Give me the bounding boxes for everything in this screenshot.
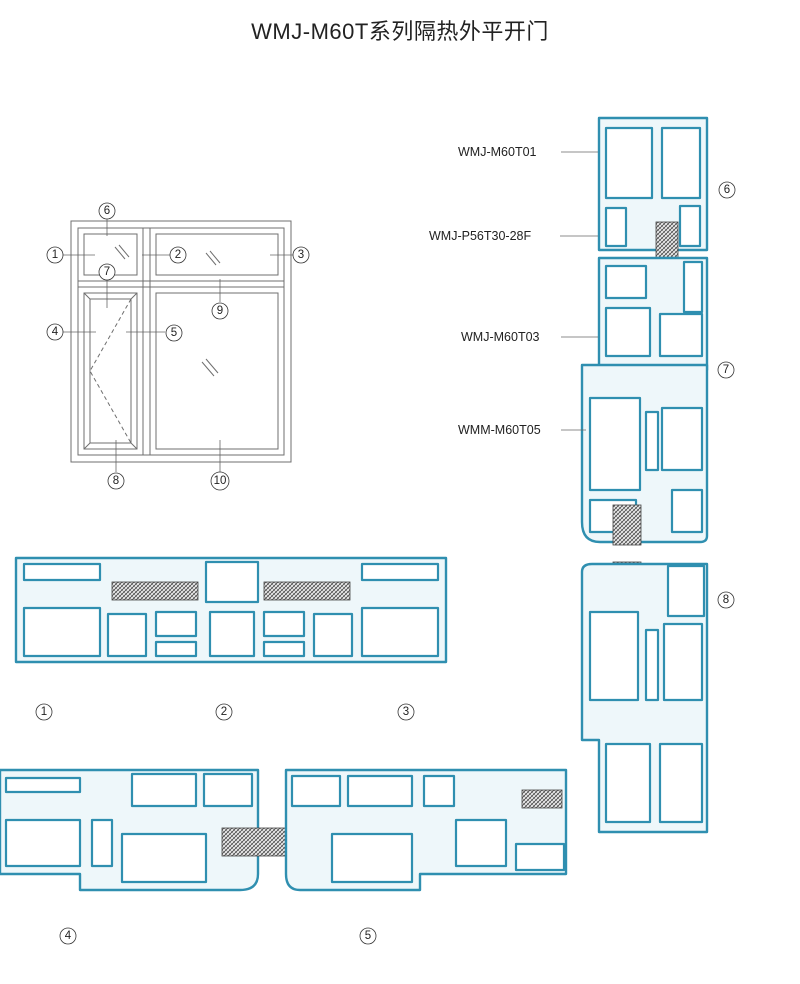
horizontal-section-top xyxy=(14,556,448,664)
section-callout-7: 7 xyxy=(717,361,735,379)
svg-text:3: 3 xyxy=(403,706,409,718)
horizontal-bottom-callouts: 4 5 xyxy=(59,927,377,945)
callout-6: 6 xyxy=(98,202,116,220)
svg-text:2: 2 xyxy=(175,249,181,261)
svg-text:8: 8 xyxy=(723,594,729,606)
callout-5: 5 xyxy=(165,324,183,342)
section-callout-8: 8 xyxy=(717,591,735,609)
callout-1: 1 xyxy=(46,246,64,264)
section-callout-6: 6 xyxy=(718,181,736,199)
elevation-callouts: 1 6 2 3 7 4 5 9 8 10 xyxy=(46,202,310,491)
svg-text:5: 5 xyxy=(171,327,177,339)
callout-9: 9 xyxy=(211,302,229,320)
label-door-leaf: WMM-M60T05 xyxy=(458,423,541,437)
svg-text:5: 5 xyxy=(365,930,371,942)
svg-text:6: 6 xyxy=(104,205,110,217)
callout-2: 2 xyxy=(169,246,187,264)
svg-text:4: 4 xyxy=(52,326,59,338)
elevation-view xyxy=(70,220,292,463)
svg-text:1: 1 xyxy=(52,249,58,261)
hbot-callout-4: 4 xyxy=(59,927,77,945)
svg-text:10: 10 xyxy=(214,475,227,487)
horizontal-top-callouts: 1 2 3 xyxy=(35,703,415,721)
svg-text:3: 3 xyxy=(298,249,304,261)
label-sash: WMJ-M60T03 xyxy=(461,330,540,344)
svg-text:7: 7 xyxy=(104,266,110,278)
label-frame: WMJ-M60T01 xyxy=(458,145,537,159)
callout-3: 3 xyxy=(292,246,310,264)
svg-text:6: 6 xyxy=(724,184,730,196)
page-title: WMJ-M60T系列隔热外平开门 xyxy=(251,19,549,44)
vertical-section xyxy=(580,116,709,834)
htop-callout-2: 2 xyxy=(215,703,233,721)
htop-callout-1: 1 xyxy=(35,703,53,721)
callout-7: 7 xyxy=(98,263,116,281)
section-labels: WMJ-M60T01 WMJ-P56T30-28F WMJ-M60T03 WMM… xyxy=(429,145,736,609)
svg-text:8: 8 xyxy=(113,475,119,487)
label-mullion: WMJ-P56T30-28F xyxy=(429,229,531,243)
htop-callout-3: 3 xyxy=(397,703,415,721)
callout-4: 4 xyxy=(46,323,64,341)
svg-text:1: 1 xyxy=(41,706,47,718)
horizontal-section-bottom xyxy=(0,768,568,892)
svg-text:9: 9 xyxy=(217,305,223,317)
callout-8: 8 xyxy=(107,472,125,490)
svg-text:2: 2 xyxy=(221,706,227,718)
hbot-callout-5: 5 xyxy=(359,927,377,945)
svg-text:4: 4 xyxy=(65,930,72,942)
callout-10: 10 xyxy=(210,471,230,491)
svg-text:7: 7 xyxy=(723,364,729,376)
